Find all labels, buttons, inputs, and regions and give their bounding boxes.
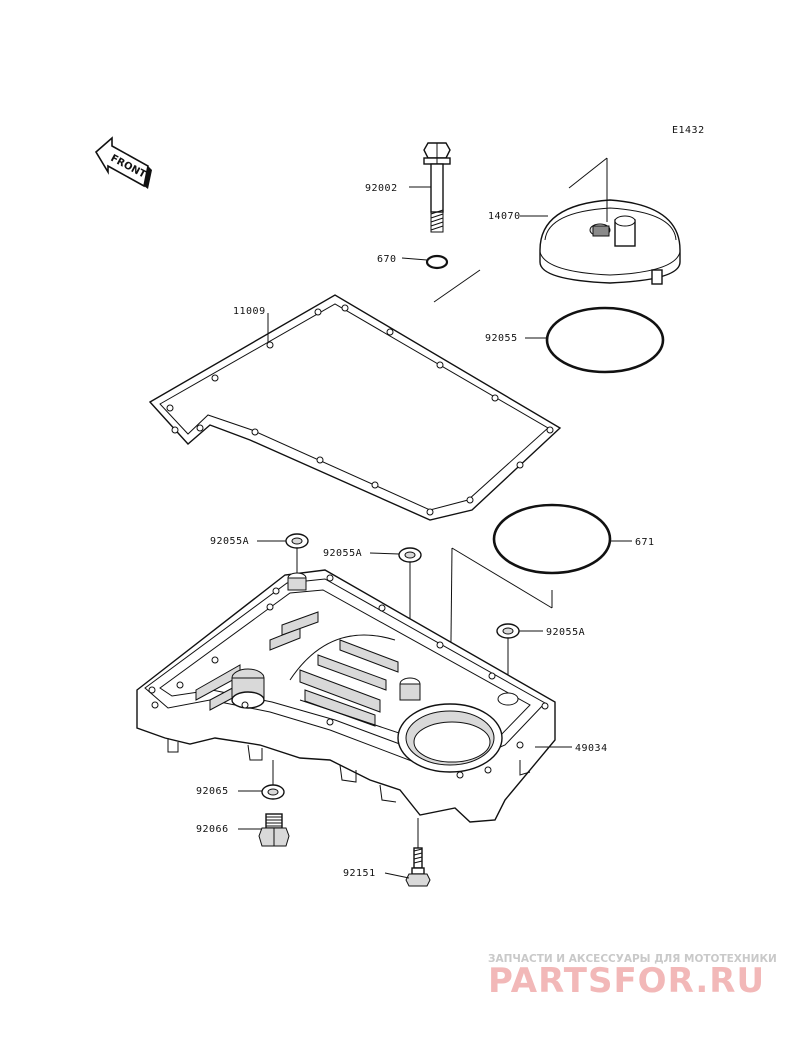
- part-label-49034: 49034: [575, 743, 608, 754]
- watermark-logo: PARTSFOR.RU: [488, 961, 765, 1001]
- part-label-92151: 92151: [343, 868, 376, 879]
- part-label-11009: 11009: [233, 306, 266, 317]
- part-label-92066: 92066: [196, 824, 229, 835]
- pan-baffles: [195, 611, 421, 741]
- oil-pan-49034[interactable]: [136, 569, 556, 823]
- front-arrow-icon: FRONT: [94, 136, 152, 189]
- part-label-92002: 92002: [365, 183, 398, 194]
- oring-92055[interactable]: [545, 306, 665, 374]
- oring-671[interactable]: [492, 503, 612, 575]
- part-label-92055a-right: 92055A: [546, 627, 585, 638]
- watermark: ЗАПЧАСТИ И АКСЕССУАРЫ ДЛЯ МОТОТЕХНИКИ PA…: [488, 953, 777, 1001]
- part-label-670: 670: [377, 254, 397, 265]
- oring-670[interactable]: [425, 254, 449, 270]
- part-label-14070: 14070: [488, 211, 521, 222]
- cover-14070[interactable]: [539, 199, 681, 285]
- gasket-bolt-holes: [166, 304, 554, 516]
- part-label-92055: 92055: [485, 333, 518, 344]
- part-label-671: 671: [635, 537, 655, 548]
- washer-92065[interactable]: [261, 784, 285, 800]
- bolt-92002[interactable]: [423, 142, 451, 233]
- pan-flange-holes: [148, 574, 549, 779]
- bolt-92151[interactable]: [405, 847, 431, 887]
- washer-92055a-right[interactable]: [496, 623, 520, 639]
- part-label-92065: 92065: [196, 786, 229, 797]
- pan-bosses: [287, 572, 519, 706]
- gasket-11009[interactable]: [148, 294, 562, 521]
- washer-92055a-left[interactable]: [285, 533, 309, 549]
- part-label-92055a-mid: 92055A: [323, 548, 362, 559]
- diagram-code: E1432: [672, 125, 705, 136]
- washer-92055a-mid[interactable]: [398, 547, 422, 563]
- watermark-tagline: ЗАПЧАСТИ И АКСЕССУАРЫ ДЛЯ МОТОТЕХНИКИ: [488, 953, 777, 965]
- plug-92066[interactable]: [258, 813, 290, 847]
- part-label-92055a-left: 92055A: [210, 536, 249, 547]
